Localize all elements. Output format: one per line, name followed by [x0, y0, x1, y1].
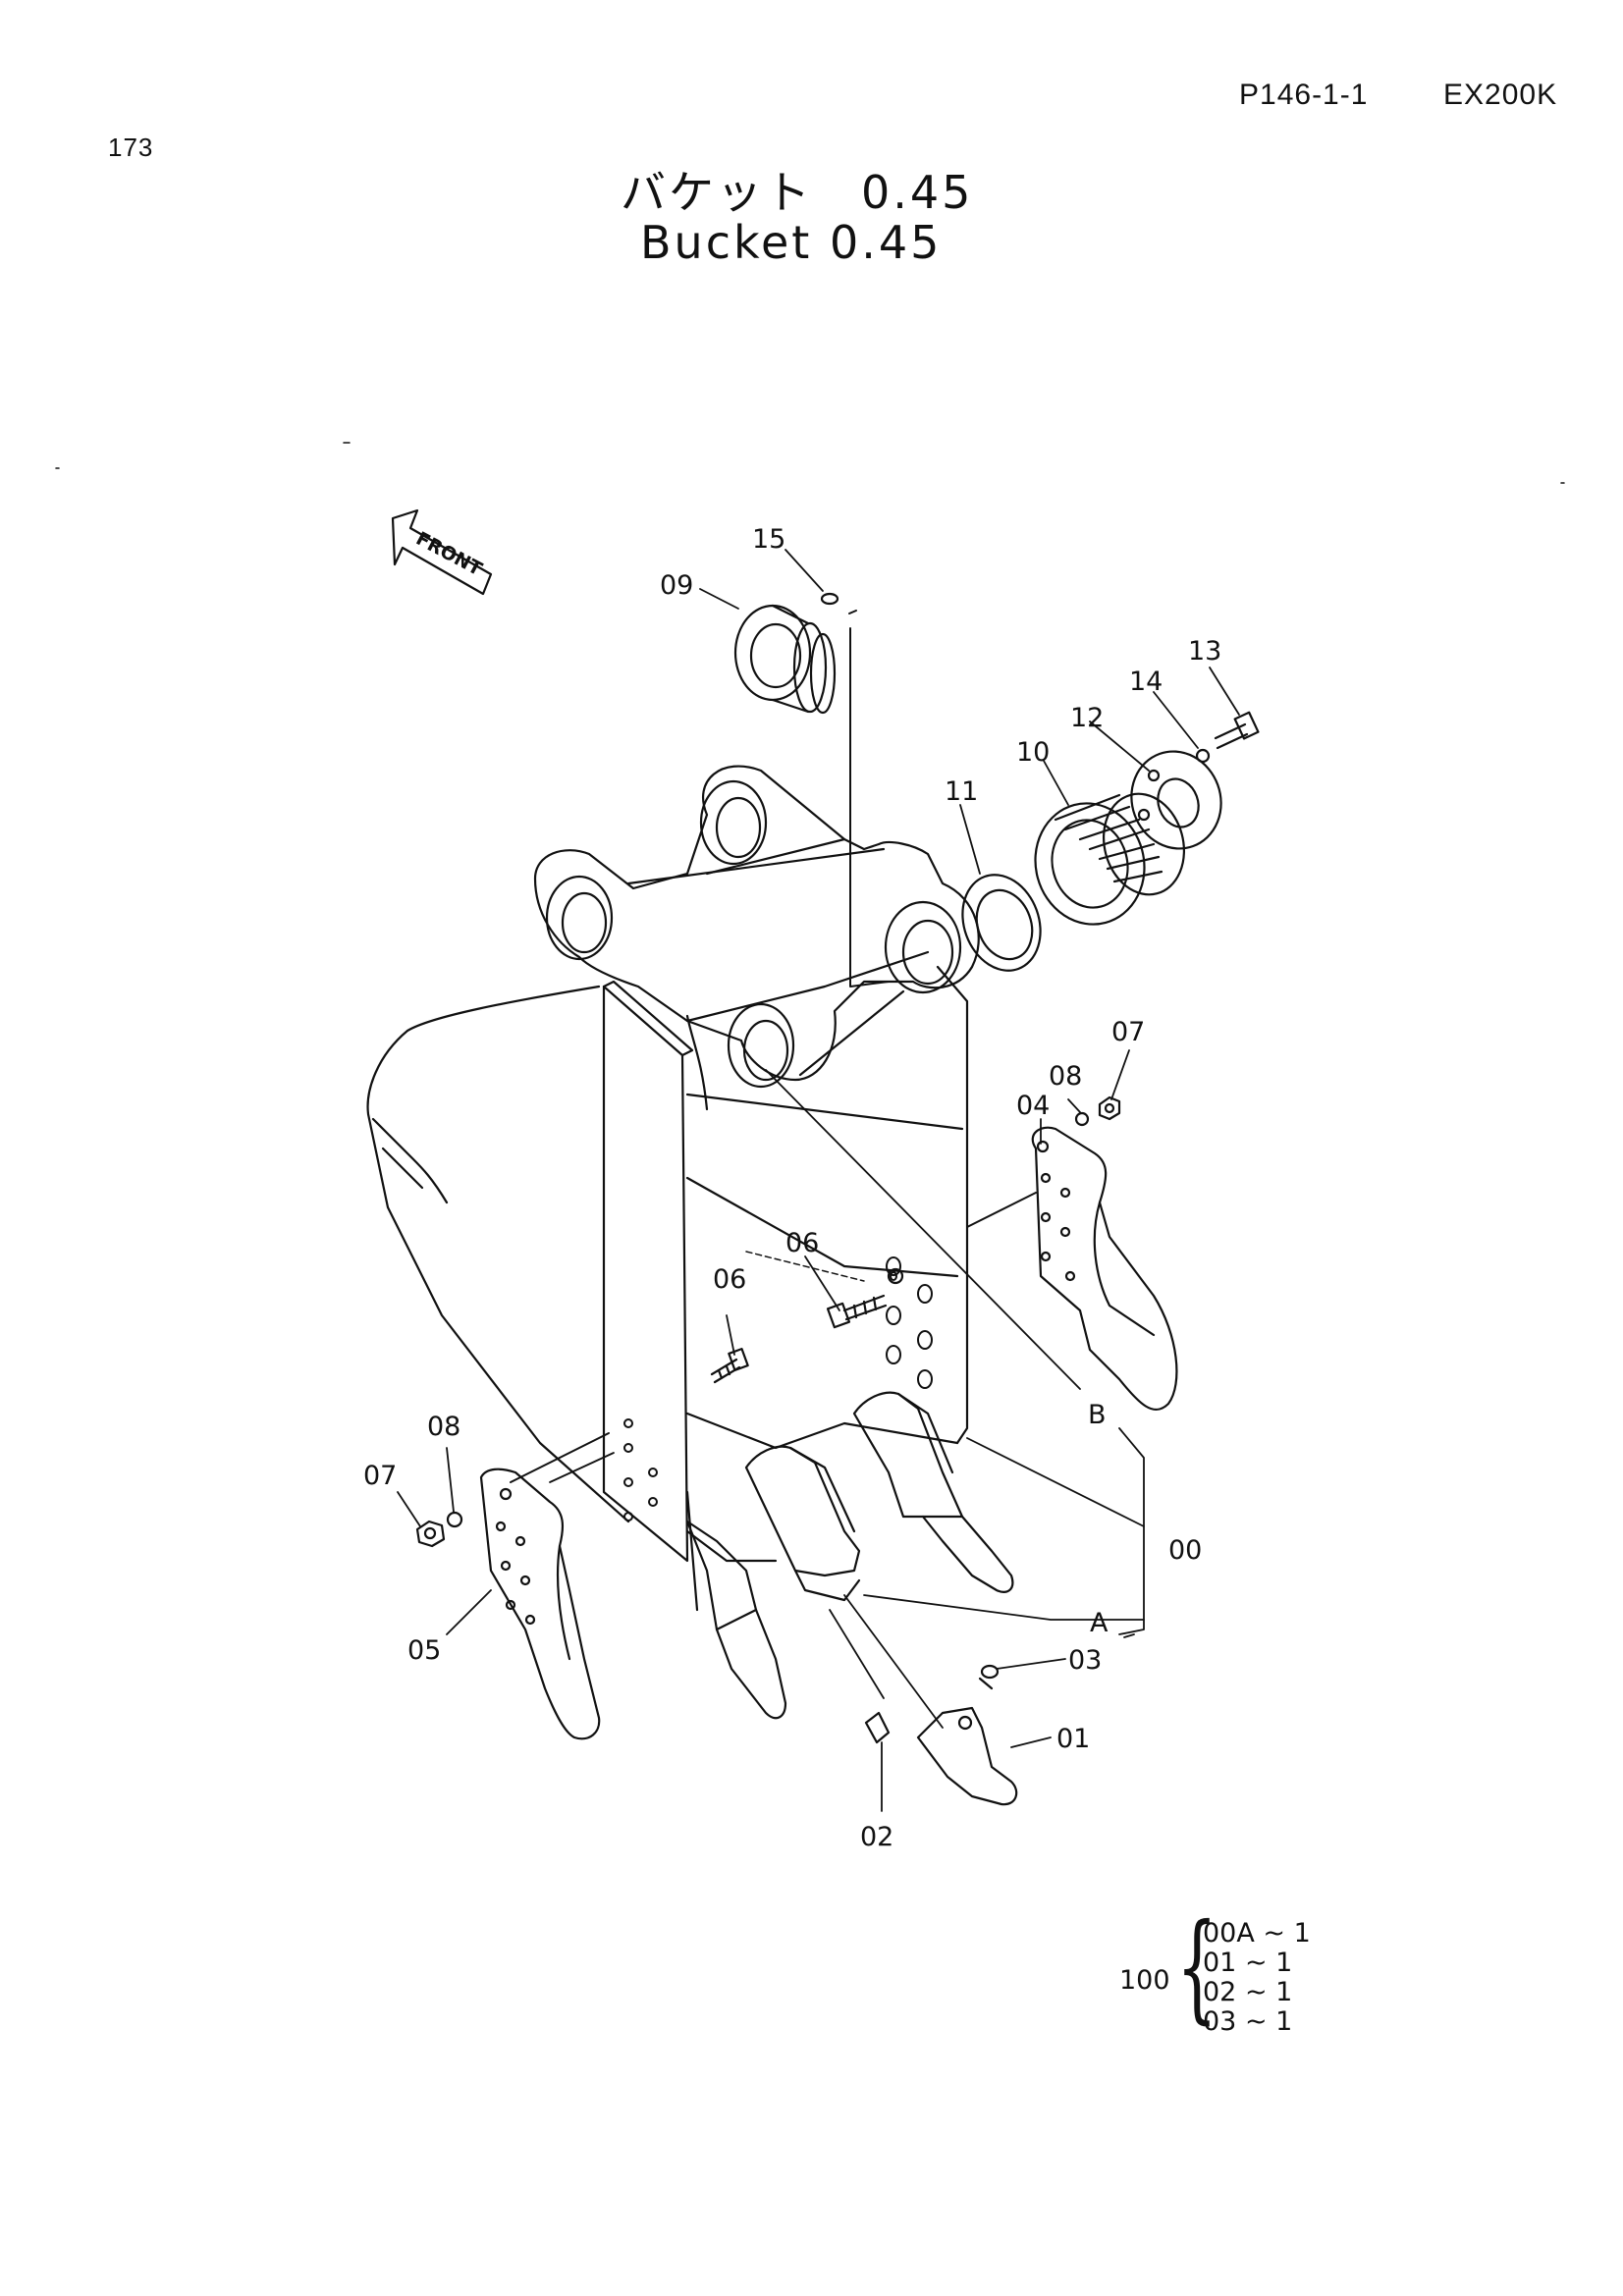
tooth-right	[852, 1391, 1014, 1593]
washer-08-right	[1074, 1111, 1090, 1127]
nut-07-left	[415, 1520, 446, 1548]
callout-12: 12	[1070, 703, 1104, 733]
callout-03: 03	[1068, 1645, 1102, 1676]
callout-10: 10	[1016, 737, 1050, 768]
kit-label: 100	[1119, 1965, 1170, 1996]
tooth-left	[685, 1520, 787, 1720]
nut-07-right	[1098, 1095, 1121, 1121]
callout-06-lower: 06	[713, 1264, 746, 1295]
pin-09	[733, 604, 837, 715]
top-bracket	[533, 765, 980, 1111]
tooth-center	[744, 1445, 861, 1602]
callout-04: 04	[1016, 1091, 1050, 1121]
title-japanese: バケット 0.45	[621, 166, 974, 219]
page-number: 173	[108, 133, 154, 162]
bolt-06-lower	[710, 1348, 749, 1384]
side-cutter-04	[1031, 1126, 1178, 1411]
callout-15: 15	[752, 524, 785, 555]
page-reference: P146-1-1	[1239, 79, 1369, 111]
callout-07-right: 07	[1111, 1017, 1145, 1047]
shim-11	[961, 874, 1042, 972]
kit-item: 03 ~ 1	[1203, 2006, 1293, 2037]
front-label: FRONT	[412, 528, 485, 581]
callout-13: 13	[1188, 636, 1221, 667]
callout-08-right: 08	[1049, 1061, 1082, 1092]
callout-B: B	[1088, 1400, 1107, 1430]
lock-pin-15	[820, 592, 839, 606]
kit-item: 02 ~ 1	[1203, 1977, 1293, 2007]
front-arrow-icon: FRONT	[391, 508, 493, 596]
pin-02	[864, 1711, 891, 1744]
callout-08-left: 08	[427, 1412, 460, 1442]
callout-A: A	[1090, 1608, 1109, 1638]
callout-00: 00	[1168, 1535, 1202, 1566]
callout-07-left: 07	[363, 1461, 397, 1491]
tooth-point-01	[916, 1706, 1018, 1806]
callout-11: 11	[945, 776, 978, 807]
plate-12	[1130, 750, 1222, 850]
title-english: Bucket 0.45	[640, 216, 943, 269]
callout-09: 09	[660, 570, 693, 601]
kit-items: 00A ~ 1 01 ~ 1 02 ~ 1 03 ~ 1	[1203, 1919, 1311, 2037]
callout-02: 02	[860, 1822, 893, 1852]
callout-05: 05	[407, 1635, 441, 1666]
callout-01: 01	[1056, 1724, 1090, 1754]
callout-06-upper: 06	[785, 1228, 819, 1258]
kit-item: 01 ~ 1	[1203, 1948, 1293, 1978]
side-cutter-05	[479, 1468, 601, 1740]
bushing-10	[1034, 792, 1186, 926]
kit-item: 00A ~ 1	[1203, 1918, 1311, 1949]
kit-brace: {	[1176, 1899, 1217, 2036]
lock-03	[978, 1664, 1000, 1690]
callout-14: 14	[1129, 667, 1163, 697]
model-name: EX200K	[1443, 79, 1558, 111]
washer-08-left	[446, 1511, 463, 1528]
bolt-06-upper	[826, 1267, 904, 1329]
bolt-13	[1214, 711, 1260, 750]
washer-14	[1195, 748, 1211, 764]
